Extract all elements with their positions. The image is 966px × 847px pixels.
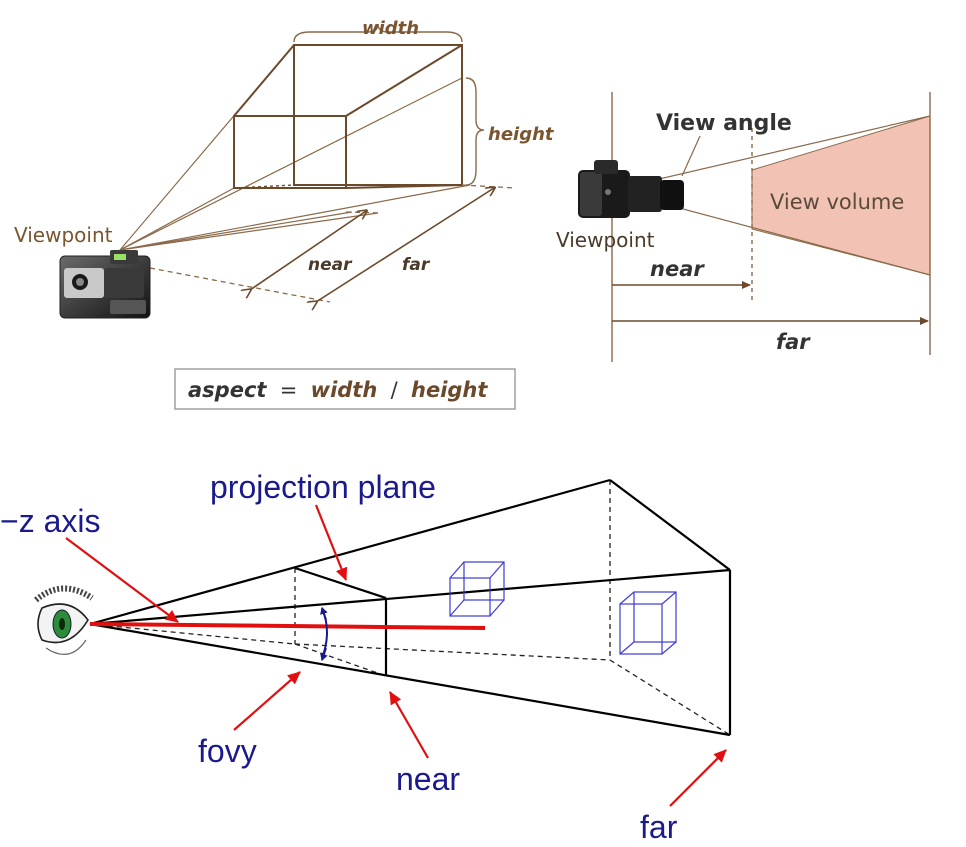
- side-viewpoint-label: Viewpoint: [556, 228, 655, 252]
- fovy-pointer: [233, 671, 301, 731]
- far-arrow: [316, 188, 494, 302]
- formula-slash: /: [391, 378, 399, 402]
- view-angle-leader: [681, 135, 701, 177]
- eye-frustum-diagram: projection plane −z axis fovy near far: [0, 469, 732, 845]
- z-axis-line: [89, 622, 486, 630]
- height-brace: [465, 77, 485, 186]
- far-pointer: [669, 749, 727, 807]
- fovy-label: fovy: [198, 733, 257, 769]
- cube-icon: [619, 591, 677, 655]
- near-plane: [233, 115, 347, 189]
- near-label: near: [396, 761, 460, 797]
- view-ray-top: [611, 115, 931, 191]
- formula-equals: =: [280, 378, 298, 402]
- formula-aspect: aspect: [188, 378, 267, 402]
- height-label: height: [488, 124, 555, 145]
- view-volume-label: View volume: [770, 190, 904, 214]
- formula-height: height: [411, 378, 488, 402]
- near-label: near: [308, 255, 353, 275]
- projection-plane-label: projection plane: [210, 469, 436, 505]
- projection-plane-pointer: [314, 504, 348, 581]
- frustum-3d-diagram: width height Viewpoint near far: [14, 18, 555, 319]
- formula-width: width: [311, 378, 378, 402]
- camera-icon: [578, 160, 684, 218]
- aspect-formula-box: aspect = width / height: [174, 368, 516, 410]
- z-axis-pointer: [65, 537, 179, 623]
- side-near-label: near: [650, 257, 705, 281]
- cube-icon: [449, 561, 505, 617]
- far-label: far: [402, 255, 431, 275]
- z-axis-label: −z axis: [0, 503, 100, 539]
- pointer-arrows: [65, 504, 727, 807]
- far-label: far: [640, 809, 678, 845]
- ground-line: [149, 267, 331, 303]
- near-pointer: [389, 691, 429, 759]
- aspect-formula: aspect = width / height: [188, 378, 488, 402]
- side-view-diagram: View angle View volume Viewpoint near fa…: [556, 92, 931, 362]
- camera-icon: [59, 250, 151, 319]
- width-label: width: [362, 18, 419, 39]
- width-brace: [293, 23, 463, 43]
- view-angle-label: View angle: [656, 111, 792, 136]
- side-far-label: far: [776, 330, 811, 354]
- frustum-edges: [89, 478, 732, 737]
- eye-icon: [34, 585, 94, 655]
- viewpoint-label: Viewpoint: [14, 223, 113, 247]
- fovy-indicator: [320, 607, 328, 661]
